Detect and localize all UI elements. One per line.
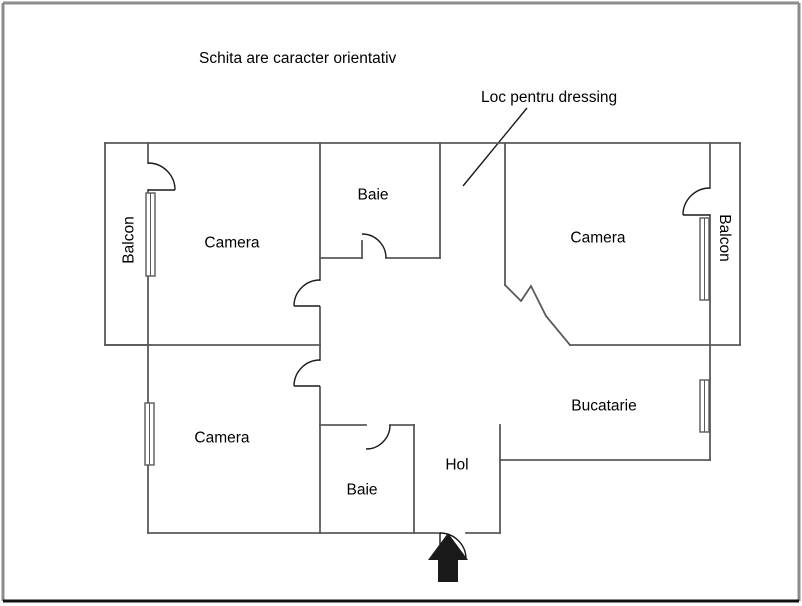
room-label-camera-top-right: Camera <box>570 229 626 247</box>
door-arc-balcony-left <box>147 162 176 191</box>
door-arc-camera-bottom-left <box>293 359 321 387</box>
room-label-hol: Hol <box>445 456 469 474</box>
door-arc-baie-bottom <box>365 424 391 450</box>
room-label-camera-top-left: Camera <box>204 234 260 252</box>
door-arc-camera-top-left <box>293 279 321 307</box>
plan-title-note: Schita are caracter orientativ <box>199 50 397 67</box>
windows <box>144 192 710 466</box>
door-arc-entrance <box>439 532 467 560</box>
room-label-balcon-left: Balcon <box>120 216 138 264</box>
room-label-balcon-right: Balcon <box>715 214 733 262</box>
room-label-baie-bottom: Baie <box>346 481 378 499</box>
door-arc-baie-top <box>361 233 387 259</box>
door-arcs <box>147 162 711 560</box>
walls <box>104 142 741 534</box>
door-arc-balcony-right <box>682 187 711 216</box>
dressing-annotation: Loc pentru dressing <box>481 89 618 106</box>
room-label-camera-bottom-left: Camera <box>194 429 250 447</box>
room-label-baie-top: Baie <box>357 186 389 204</box>
entrance-arrow <box>428 533 468 582</box>
wall-camera-right-stepped <box>503 283 572 347</box>
annotation-leader-line <box>462 107 528 187</box>
room-label-bucatarie: Bucatarie <box>571 397 637 415</box>
